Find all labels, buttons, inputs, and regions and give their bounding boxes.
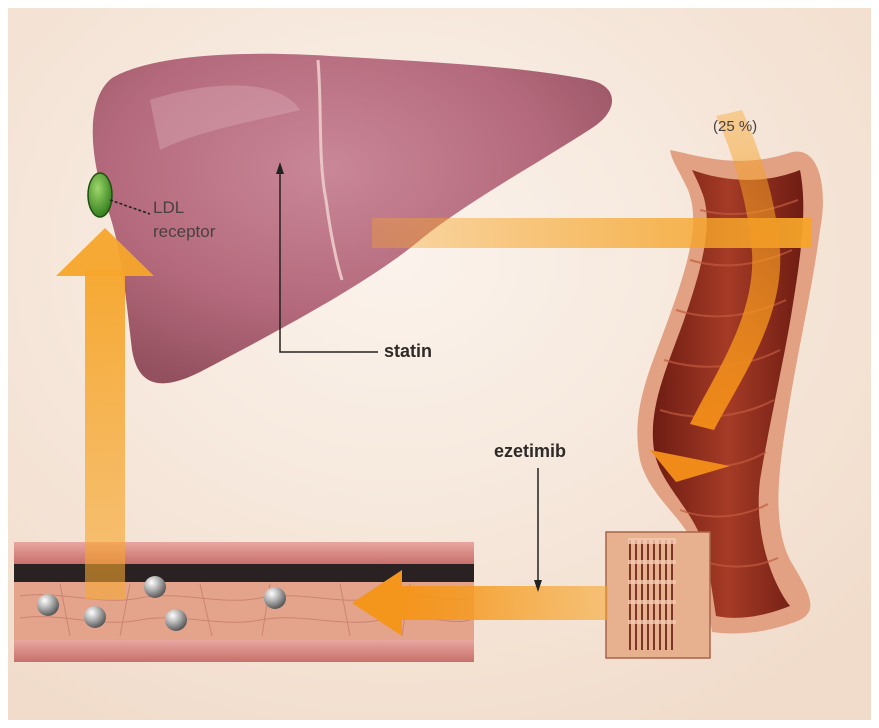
- ldl-particle: [37, 594, 59, 616]
- blood-vessel-dark-band: [14, 564, 474, 582]
- blood-vessel-bottom-wall: [14, 640, 474, 662]
- ldl-receptor-label-line2: receptor: [153, 221, 215, 243]
- ldl-particle: [264, 587, 286, 609]
- ldl-particle: [84, 606, 106, 628]
- arrow-up-shaft: [85, 270, 125, 600]
- ldl-receptor: [88, 173, 112, 217]
- intestinal-villi-block: [606, 532, 710, 658]
- ldl-particle: [165, 609, 187, 631]
- statin-label: statin: [384, 341, 432, 362]
- ezetimib-label: ezetimib: [494, 441, 566, 462]
- ldl-receptor-label-line1: LDL: [153, 197, 184, 219]
- arrow-gut-to-vessel-shaft: [400, 586, 608, 620]
- ldl-particle: [144, 576, 166, 598]
- percent-label: (25 %): [713, 118, 757, 135]
- blood-vessel-top-wall: [14, 542, 474, 564]
- arrow-liver-to-gut: [372, 218, 812, 248]
